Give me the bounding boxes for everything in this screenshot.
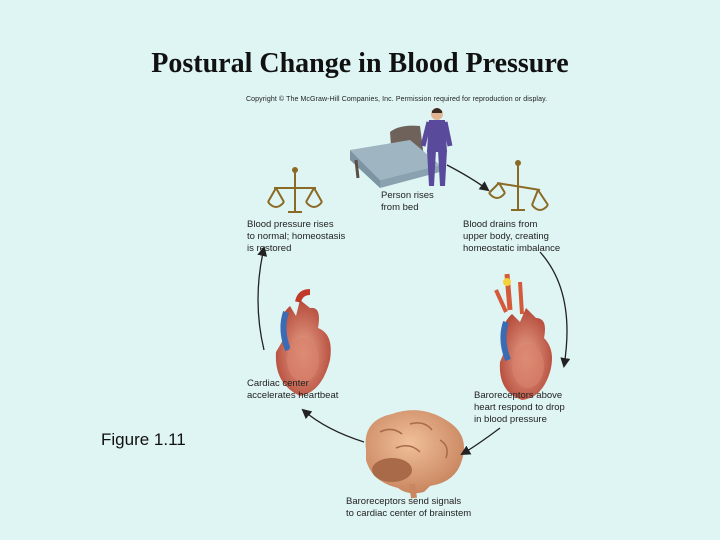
heart-illustration-left — [275, 289, 331, 396]
bed-illustration — [350, 125, 440, 188]
diagram-title: Postural Change in Blood Pressure — [151, 48, 569, 79]
arrow-drain-to-baroreceptors — [539, 251, 571, 368]
figure-label: Figure 1.11 — [101, 430, 186, 449]
balanced-scale-icon — [267, 167, 323, 213]
person-illustration — [420, 108, 453, 186]
arrow-cardiac-to-restored — [257, 246, 268, 351]
arrow-brain-to-cardiac — [301, 408, 365, 443]
heart-illustration-right — [494, 273, 552, 400]
arrow-baroreceptors-to-brain — [460, 427, 501, 455]
step-cardiac-center: Cardiac center accelerates heartbeat — [247, 378, 339, 401]
imbalanced-scale-icon — [488, 160, 549, 211]
step-baroreceptors-respond: Baroreceptors above heart respond to dro… — [474, 390, 565, 425]
copyright-notice: Copyright © The McGraw-Hill Companies, I… — [246, 96, 548, 103]
step-person-rises: Person rises from bed — [381, 190, 434, 213]
step-pressure-restored: Blood pressure rises to normal; homeosta… — [247, 219, 346, 254]
arrow-rise-to-drain — [446, 164, 490, 192]
step-signals-brainstem: Baroreceptors send signals to cardiac ce… — [346, 496, 472, 519]
brain-illustration — [365, 410, 464, 499]
step-blood-drains: Blood drains from upper body, creating h… — [463, 219, 561, 254]
